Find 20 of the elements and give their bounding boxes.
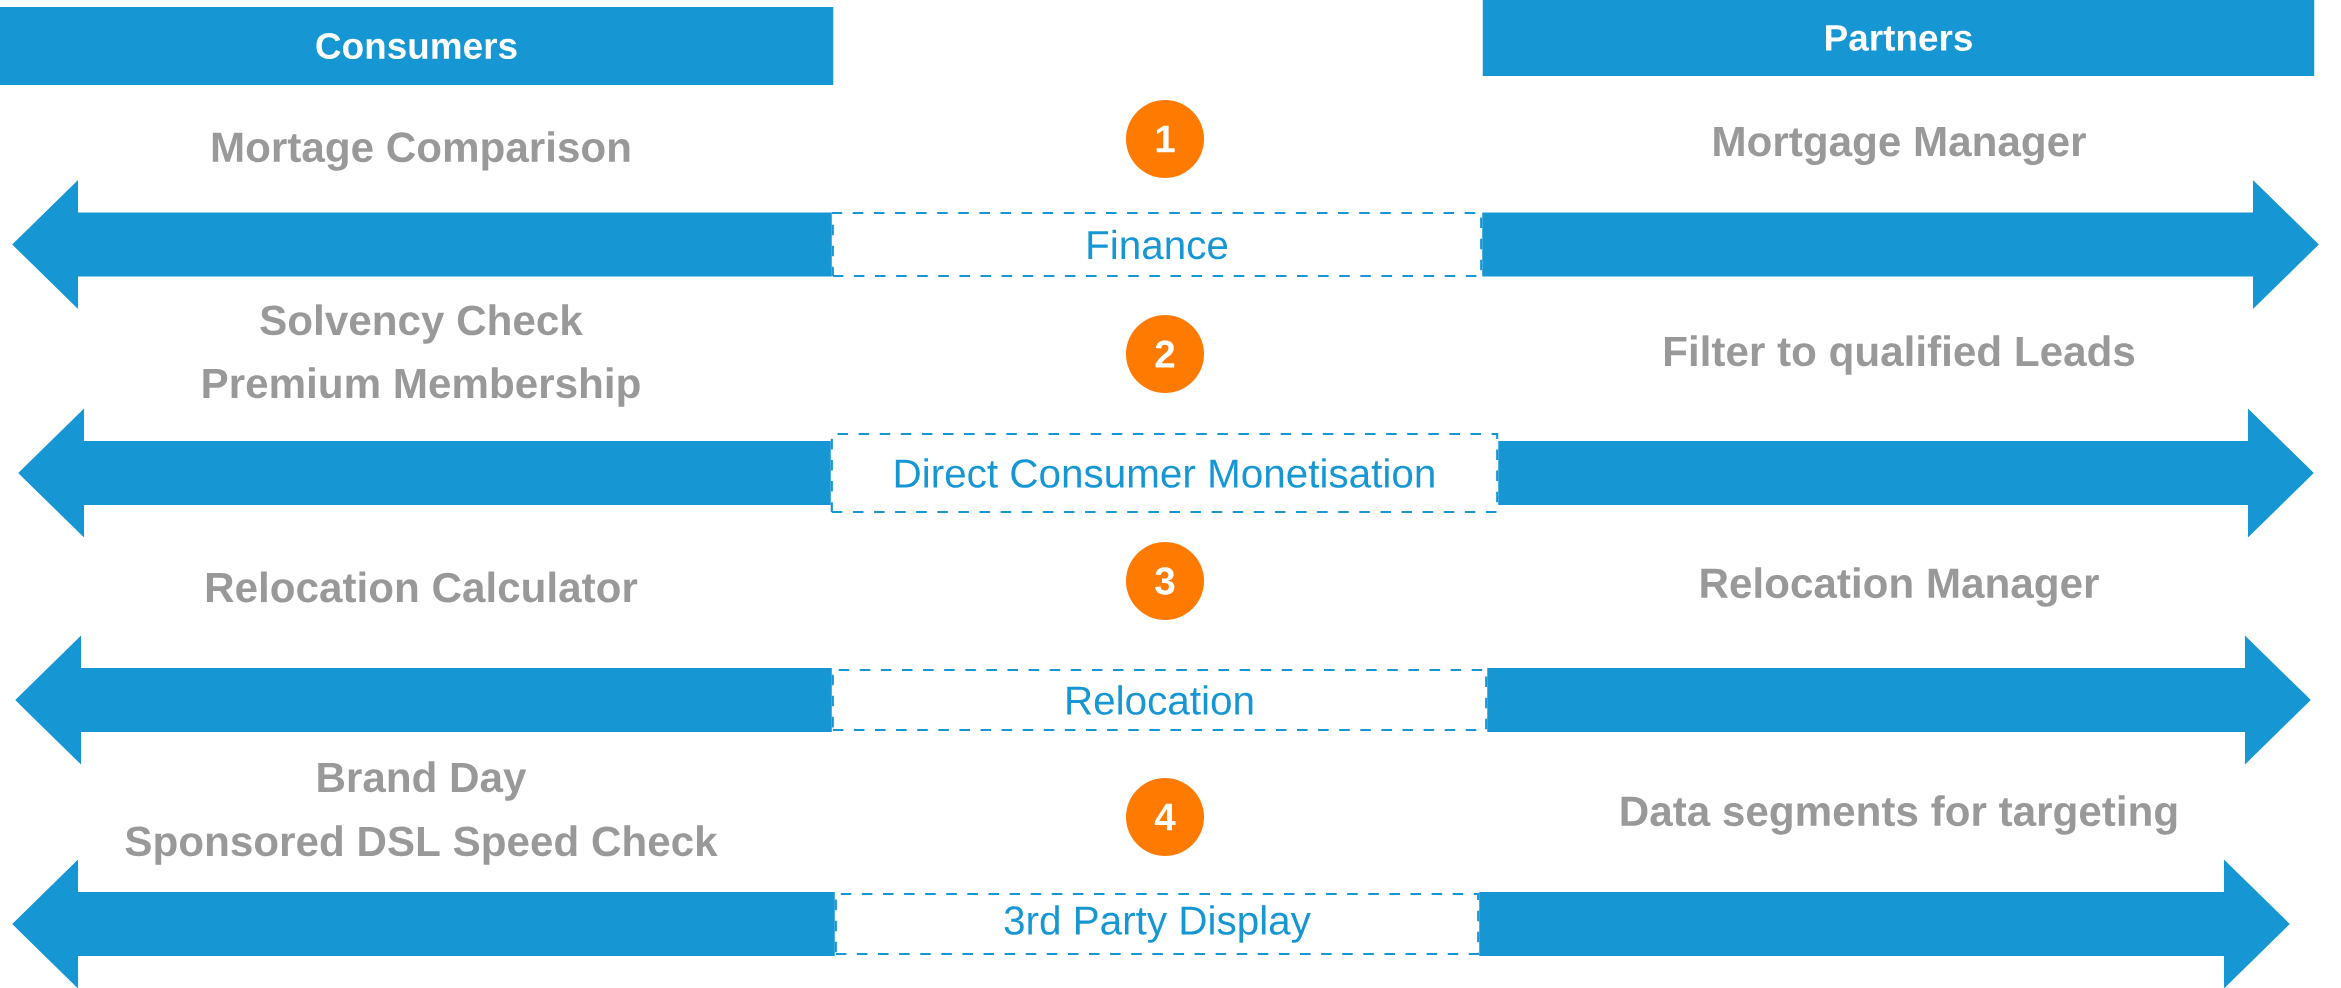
feature-label: Relocation Calculator bbox=[206, 571, 638, 603]
feature-label: Sponsored DSL Speed Check bbox=[125, 825, 718, 865]
category-box: Direct Consumer Monetisation bbox=[830, 432, 1499, 514]
category-box: 3rd Party Display bbox=[834, 892, 1480, 956]
header-bar: Partners bbox=[1482, 0, 2315, 76]
feature-label: Brand Day bbox=[318, 761, 527, 801]
category-box: Relocation bbox=[831, 668, 1488, 732]
feature-label: Filter to qualified Leads bbox=[1665, 335, 2135, 375]
header-bar: Consumers bbox=[0, 7, 834, 85]
feature-label: Solvency Check bbox=[260, 304, 583, 344]
category-box: Finance bbox=[831, 211, 1483, 278]
step-number: 2 bbox=[1126, 315, 1205, 393]
feature-label: Relocation Manager bbox=[1701, 567, 2099, 607]
step-number: 4 bbox=[1126, 777, 1205, 856]
step-number: 3 bbox=[1126, 541, 1205, 620]
feature-label: Mortage Comparison bbox=[212, 131, 630, 171]
step-number: 1 bbox=[1126, 100, 1205, 178]
feature-label: Data segments for targeting bbox=[1621, 795, 2177, 835]
feature-label: Mortgage Manager bbox=[1714, 127, 2086, 165]
feature-label: Premium Membership bbox=[203, 367, 640, 407]
